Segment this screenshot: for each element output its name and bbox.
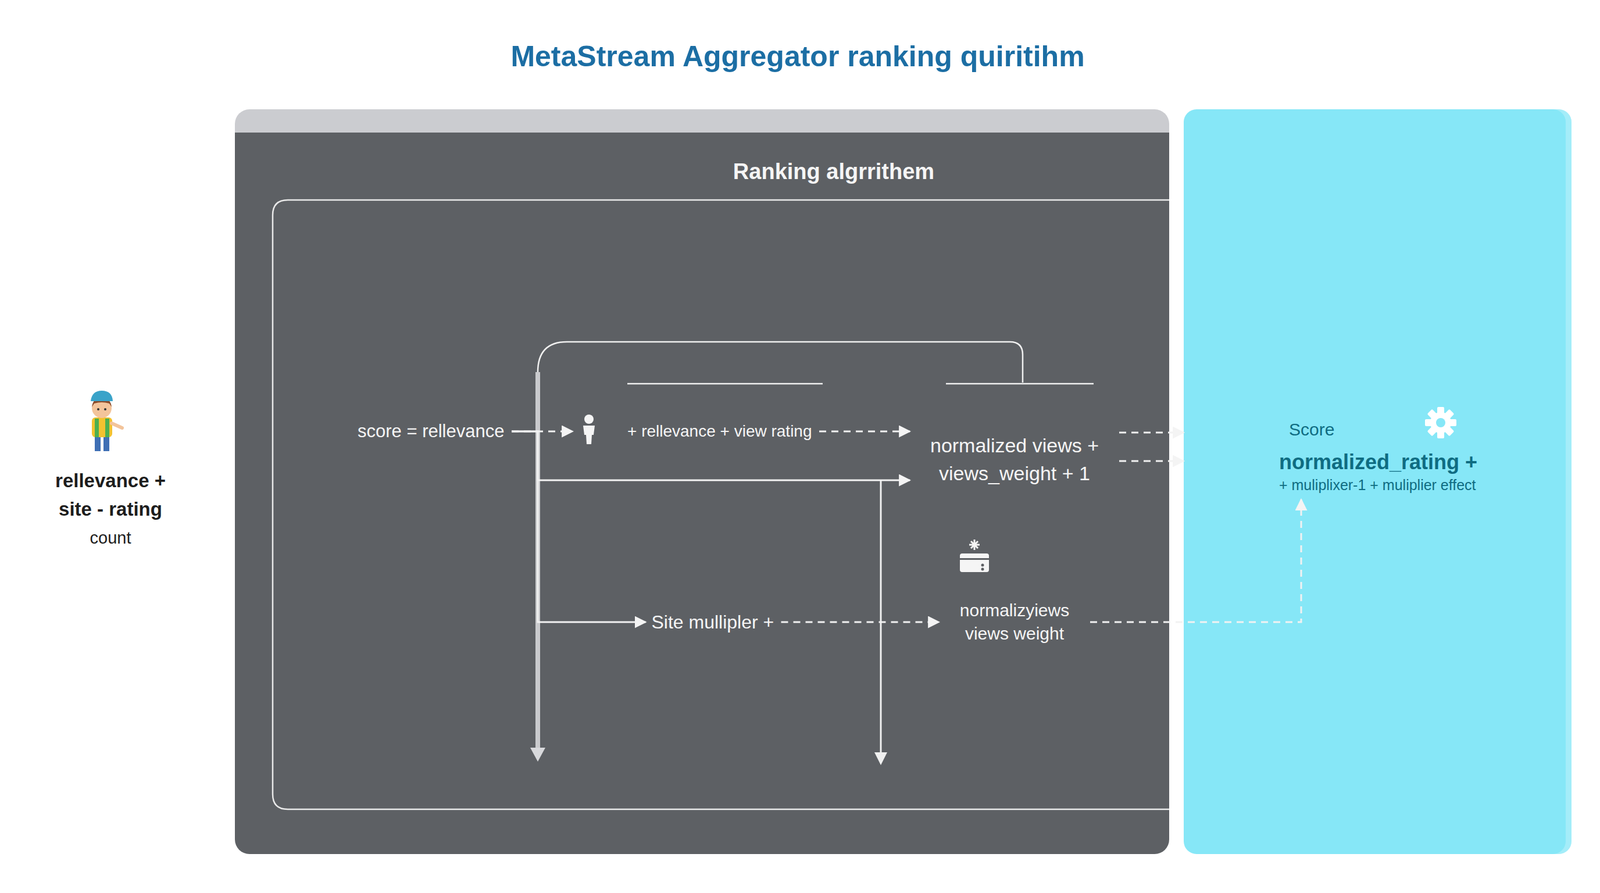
person-cap bbox=[90, 390, 113, 402]
formula-node: + rellevance + view rating bbox=[572, 417, 820, 446]
person-head bbox=[91, 398, 112, 419]
formula-text: + muliplixer-1 + muliplier effect bbox=[1279, 475, 1480, 495]
person-body bbox=[91, 417, 113, 438]
person-eye bbox=[97, 408, 100, 411]
gear-rim bbox=[1430, 412, 1452, 434]
device-dot bbox=[981, 563, 985, 567]
panel-heading: Ranking algrrithem bbox=[601, 158, 1067, 185]
flow-arrow bbox=[1090, 499, 1302, 623]
formula-text: score = rellevance bbox=[357, 420, 506, 443]
device-slot bbox=[959, 558, 989, 560]
rule-line bbox=[627, 383, 823, 385]
device-icon bbox=[959, 539, 989, 573]
person-arm bbox=[111, 423, 123, 428]
formula-text: normalized views + views_weight + 1 bbox=[915, 431, 1114, 488]
person-leg bbox=[94, 434, 101, 452]
user-head bbox=[584, 414, 594, 424]
score-formula: normalized_rating ++ muliplixer-1 + muli… bbox=[1273, 444, 1485, 500]
user-icon bbox=[583, 414, 595, 445]
panel-heading: Score bbox=[1288, 419, 1335, 441]
label-wrap: site - rating bbox=[58, 497, 163, 521]
algorithm-panel: Ranking algrrithem score = rellevance + re… bbox=[234, 109, 1170, 855]
device-spark bbox=[969, 539, 980, 550]
drop-line bbox=[880, 480, 882, 755]
rule-line bbox=[945, 383, 1094, 385]
person-eye bbox=[104, 408, 107, 411]
bracket-line bbox=[537, 341, 1023, 407]
diagram-title: MetaStream Aggregator ranking quiritihm bbox=[510, 38, 1085, 74]
score-panel: Score normalized_rating ++ muliplixer-1 +… bbox=[1183, 109, 1572, 855]
gear-icon bbox=[1425, 406, 1457, 439]
inner-frame bbox=[272, 200, 1170, 810]
formula-text: + rellevance + view rating bbox=[627, 420, 814, 442]
device-body bbox=[959, 553, 989, 573]
formula-text: Site mullipler + bbox=[651, 610, 776, 634]
person-leg bbox=[103, 434, 110, 452]
side-label: site - rating bbox=[58, 497, 163, 521]
person-vest bbox=[94, 418, 99, 438]
title-wrap: MetaStream Aggregator ranking quiritihm bbox=[510, 38, 1085, 74]
formula-text: normalizyiews views weight bbox=[944, 598, 1085, 646]
flow-arrow bbox=[511, 431, 646, 623]
formula-node: Site mullipler + bbox=[645, 606, 782, 638]
label-wrap: rellevance + bbox=[55, 469, 166, 493]
flow-arrow bbox=[781, 621, 940, 624]
flow-arrow bbox=[1119, 460, 1184, 463]
side-label: count bbox=[90, 526, 132, 550]
person-vest bbox=[105, 418, 110, 438]
arrow-head bbox=[874, 752, 888, 766]
formula-node: normalizyiews views weight bbox=[938, 595, 1091, 649]
arrow-head bbox=[530, 747, 546, 762]
person-figure bbox=[90, 390, 123, 452]
flow-arrow bbox=[511, 431, 910, 481]
label-wrap: count bbox=[90, 526, 132, 550]
side-label: rellevance + bbox=[55, 469, 166, 493]
gear-hole bbox=[1436, 418, 1446, 428]
formula-text: normalized_rating + bbox=[1279, 449, 1480, 475]
user-body bbox=[583, 425, 595, 445]
device-dot bbox=[981, 568, 985, 571]
flow-arrow bbox=[1119, 431, 1184, 434]
flow-arrow bbox=[819, 430, 910, 433]
formula-node: normalized views + views_weight + 1 bbox=[909, 421, 1120, 498]
formula-node: score = rellevance bbox=[351, 416, 512, 446]
